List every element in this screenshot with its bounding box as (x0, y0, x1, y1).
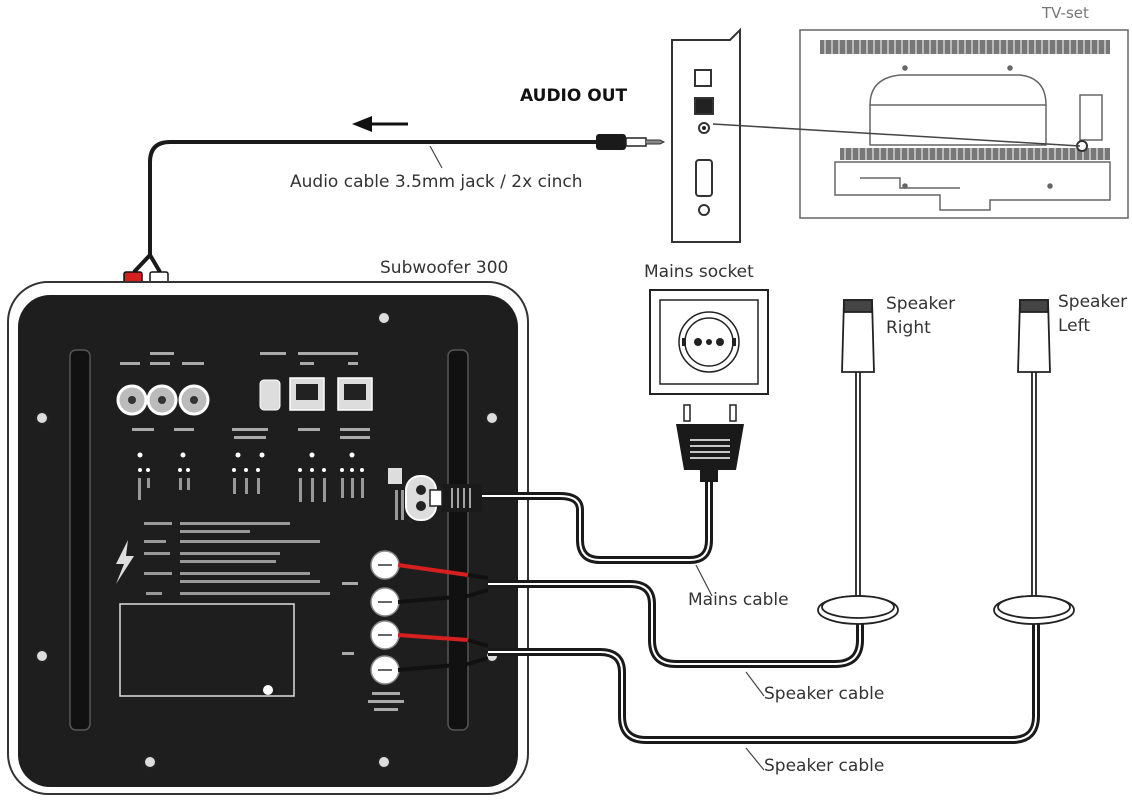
mains-cable (429, 404, 744, 564)
tv-set-drawing (799, 29, 1129, 219)
tv-connector-panel (671, 27, 741, 243)
speaker-cable-label-2: Speaker cable (764, 756, 885, 776)
speaker-left-label-line1: Speaker (1058, 292, 1128, 312)
speaker-left-drawing (993, 299, 1075, 625)
audio-cable-label: Audio cable 3.5mm jack / 2x cinch (290, 172, 583, 192)
speaker-cable-right (488, 580, 864, 668)
speaker-cable-label-1: Speaker cable (764, 684, 885, 704)
tv-set-label: TV-set (1042, 4, 1089, 22)
speaker-right-drawing (817, 299, 899, 625)
mains-socket-label: Mains socket (644, 262, 754, 282)
subwoofer-label: Subwoofer 300 (380, 258, 509, 278)
subwoofer-panel (7, 281, 529, 795)
speaker-left-label-line2: Left (1058, 316, 1090, 336)
audio-out-label: AUDIO OUT (520, 86, 628, 106)
speaker-right-label-line2: Right (886, 318, 931, 338)
direction-arrow (352, 116, 408, 132)
speaker-right-label-line1: Speaker (886, 294, 956, 314)
speaker-cable-left (488, 618, 1040, 744)
mains-socket-drawing (649, 289, 769, 395)
mains-cable-label: Mains cable (688, 590, 789, 610)
speaker-wires (397, 563, 489, 672)
